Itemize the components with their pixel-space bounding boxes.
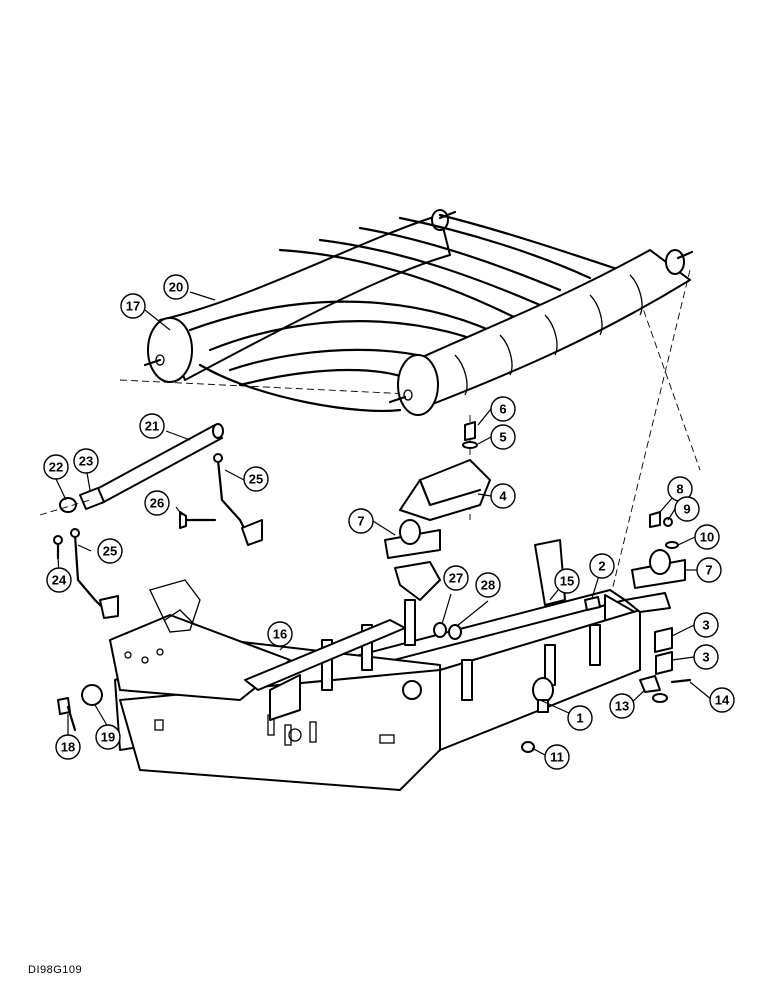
svg-text:5: 5	[499, 430, 506, 445]
svg-text:25: 25	[103, 544, 117, 559]
pillow-blocks	[384, 519, 686, 589]
svg-text:3: 3	[702, 618, 709, 633]
callout-4: 4	[490, 483, 516, 509]
callout-7a: 7	[348, 508, 374, 534]
callout-19: 19	[95, 724, 121, 750]
callout-16: 16	[267, 621, 293, 647]
callout-27: 27	[443, 565, 469, 591]
callout-25b: 25	[97, 538, 123, 564]
callout-7b: 7	[696, 557, 722, 583]
callout-26: 26	[144, 490, 170, 516]
svg-text:9: 9	[683, 502, 690, 517]
svg-text:16: 16	[273, 627, 287, 642]
callout-11: 11	[544, 744, 570, 770]
callout-17: 17	[120, 293, 146, 319]
callout-8: 8	[667, 476, 693, 502]
right-roller-end	[397, 354, 439, 416]
svg-text:10: 10	[700, 530, 714, 545]
svg-text:8: 8	[676, 482, 683, 497]
callout-3a: 3	[693, 612, 719, 638]
svg-text:24: 24	[52, 573, 67, 588]
small-fasteners-right	[649, 511, 679, 549]
callout-13: 13	[609, 693, 635, 719]
frame-front-box	[119, 669, 441, 791]
callout-14: 14	[709, 687, 735, 713]
svg-text:17: 17	[126, 299, 140, 314]
svg-text:20: 20	[169, 280, 183, 295]
svg-text:21: 21	[145, 419, 159, 434]
callout-3b: 3	[693, 644, 719, 670]
callout-10: 10	[694, 524, 720, 550]
callout-18: 18	[55, 734, 81, 760]
roller-assembly	[119, 209, 701, 641]
svg-text:7: 7	[705, 563, 712, 578]
left-roller-end	[147, 317, 193, 383]
bracket-rods	[53, 453, 263, 619]
mounting-bracket	[399, 421, 491, 521]
svg-text:15: 15	[560, 574, 574, 589]
callout-5: 5	[490, 424, 516, 450]
svg-text:19: 19	[101, 730, 115, 745]
svg-text:23: 23	[79, 454, 93, 469]
callout-2: 2	[589, 553, 615, 579]
svg-text:4: 4	[499, 489, 507, 504]
svg-text:22: 22	[49, 460, 63, 475]
callout-21: 21	[139, 413, 165, 439]
callout-20: 20	[163, 274, 189, 300]
callout-1: 1	[567, 705, 593, 731]
callout-25a: 25	[243, 466, 269, 492]
callout-15: 15	[554, 568, 580, 594]
svg-text:11: 11	[550, 750, 564, 765]
callout-23: 23	[73, 448, 99, 474]
figure-id-label: DI98G109	[28, 964, 83, 976]
callout-6: 6	[490, 396, 516, 422]
callout-24: 24	[46, 567, 72, 593]
svg-text:1: 1	[576, 711, 583, 726]
svg-text:18: 18	[61, 740, 75, 755]
callout-22: 22	[43, 454, 69, 480]
svg-text:28: 28	[481, 578, 495, 593]
shaft-assembly	[39, 423, 224, 516]
svg-text:25: 25	[249, 472, 263, 487]
svg-text:2: 2	[598, 559, 605, 574]
svg-text:13: 13	[615, 699, 629, 714]
svg-text:7: 7	[357, 514, 364, 529]
svg-text:14: 14	[715, 693, 730, 708]
callout-9: 9	[674, 496, 700, 522]
callout-leaders	[55, 291, 713, 756]
svg-text:3: 3	[702, 650, 709, 665]
loose-hardware	[57, 596, 692, 753]
svg-text:6: 6	[499, 402, 506, 417]
bushing	[59, 497, 77, 513]
svg-text:27: 27	[449, 571, 463, 586]
svg-text:26: 26	[150, 496, 164, 511]
callout-28: 28	[475, 572, 501, 598]
main-frame	[109, 539, 671, 791]
